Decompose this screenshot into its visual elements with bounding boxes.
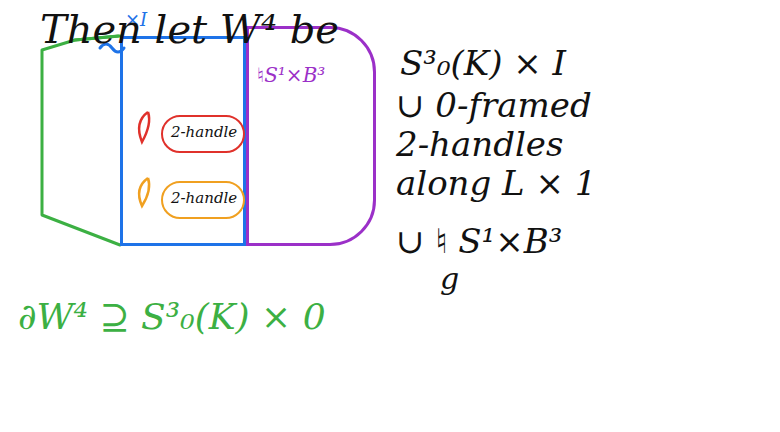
note-text: Then let W⁴ be	[40, 6, 370, 52]
note-text: S³₀(K) × I	[400, 44, 730, 83]
note-text: ∪ 0-framed 2-handles along L × 1	[396, 86, 626, 203]
handle-oval: 2-handle	[161, 115, 245, 153]
node-label: 2-handle	[171, 123, 235, 141]
note-text: g	[440, 262, 480, 297]
collar-box: ×I2-handle2-handle	[120, 36, 246, 246]
handle-oval: 2-handle	[161, 181, 245, 219]
note-text: ∪ ♮ S¹×B³	[396, 222, 726, 261]
node-label: 2-handle	[171, 189, 235, 207]
node-label: ♮S¹×B³	[257, 63, 325, 87]
note-text: ∂W⁴ ⊇ S³₀(K) × 0	[18, 296, 578, 337]
handlebody-region: ♮S¹×B³	[246, 26, 376, 246]
